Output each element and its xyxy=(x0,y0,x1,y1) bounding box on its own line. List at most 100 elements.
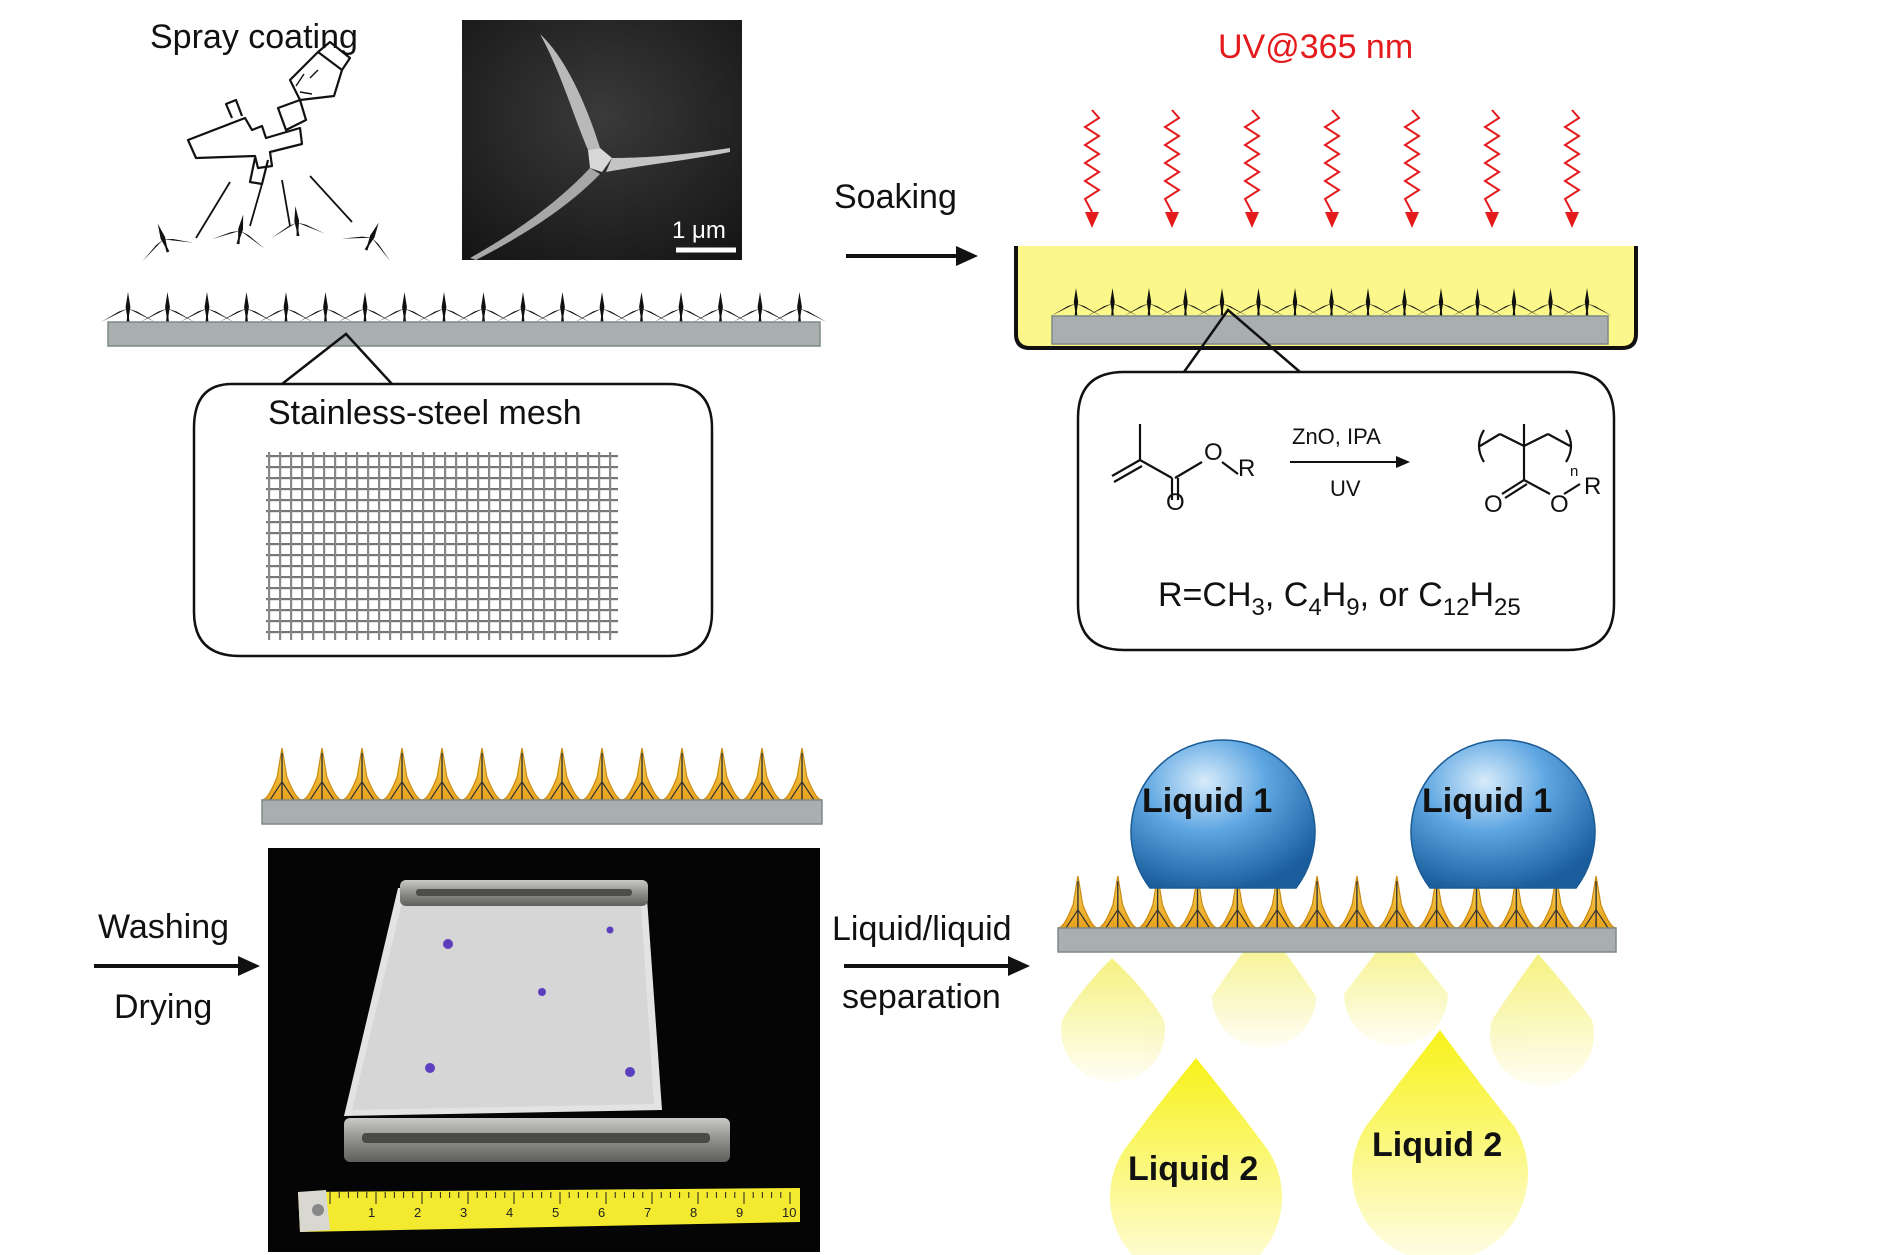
drying-label: Drying xyxy=(114,988,212,1026)
soaking-arrow xyxy=(846,246,978,266)
tetrapod-icon xyxy=(575,292,629,322)
tetrapod-icon xyxy=(1160,288,1211,316)
falling-tetrapods xyxy=(142,206,391,262)
tetrapod-icon xyxy=(1379,288,1430,316)
tetrapod-icon xyxy=(1306,288,1357,316)
ruler-label: 10 xyxy=(782,1205,796,1220)
tetrapod-icon xyxy=(142,223,194,262)
reaction-arrow xyxy=(1290,456,1410,468)
monomer-r-group: R xyxy=(1238,455,1255,482)
spray-coating-label: Spray coating xyxy=(150,18,358,56)
washing-arrow xyxy=(94,956,260,976)
tetrapod-icon xyxy=(1269,288,1321,316)
reaction-callout xyxy=(1076,308,1616,652)
mesh-label: Stainless-steel mesh xyxy=(268,394,582,432)
ruler-label: 8 xyxy=(690,1205,697,1220)
tetrapod-icon xyxy=(211,214,265,249)
tetrapod-array-top-right xyxy=(1050,288,1613,316)
soaking-label: Soaking xyxy=(834,178,957,216)
tetrapod-icon xyxy=(1452,288,1503,316)
liquid2-droplet-left xyxy=(1110,1058,1282,1255)
liquid1-label-right: Liquid 1 xyxy=(1422,782,1552,820)
tetrapod-icon xyxy=(1050,288,1102,316)
tetrapod-icon xyxy=(772,292,827,322)
tetrapod-icon xyxy=(140,292,195,322)
liquid2-droplet-right xyxy=(1352,1030,1528,1255)
polymer-ester-oxygen: O xyxy=(1550,491,1569,518)
ruler-label: 2 xyxy=(414,1205,421,1220)
tetrapod-icon xyxy=(219,292,274,322)
tetrapod-icon xyxy=(1488,288,1540,316)
monomer-structure xyxy=(1111,424,1239,500)
mesh-photo xyxy=(266,452,618,640)
separation-label-line2: separation xyxy=(842,978,1001,1016)
mesh-substrate-bottom-right xyxy=(1057,927,1617,953)
washing-label: Washing xyxy=(98,908,229,946)
liquid1-droplet-left xyxy=(1130,739,1316,889)
ruler-label: 3 xyxy=(460,1205,467,1220)
tetrapod-icon xyxy=(338,292,392,322)
spray-gun-icon xyxy=(186,40,352,186)
tetrapod-icon xyxy=(693,292,748,322)
polymer-structure xyxy=(1477,424,1581,499)
coated-mesh-bottom-left xyxy=(261,747,823,801)
polymer-repeat-subscript: n xyxy=(1570,463,1578,480)
tetrapod-icon xyxy=(417,292,471,322)
tetrapod-icon xyxy=(341,222,391,262)
tetrapod-icon xyxy=(259,292,313,322)
ruler-label: 9 xyxy=(736,1205,743,1220)
uv-arrows xyxy=(1083,109,1581,228)
uv-label: UV@365 nm xyxy=(1218,28,1413,66)
tetrapod-icon xyxy=(1196,288,1248,316)
coated-mesh-bottom-right xyxy=(1057,875,1617,929)
polymer-carbonyl-oxygen: O xyxy=(1484,491,1503,518)
tetrapod-icon xyxy=(1087,288,1138,316)
liquid2-permeate-drops xyxy=(1061,924,1594,1087)
ruler-label: 6 xyxy=(598,1205,605,1220)
liquid2-label-right: Liquid 2 xyxy=(1372,1126,1502,1164)
ruler-label: 5 xyxy=(552,1205,559,1220)
tetrapod-icon xyxy=(614,292,669,322)
reagents-bottom: UV xyxy=(1330,476,1361,501)
liquid2-label-left: Liquid 2 xyxy=(1128,1150,1258,1188)
monomer-carbonyl-oxygen: O xyxy=(1166,489,1185,516)
mesh-substrate-bottom-left xyxy=(261,799,823,825)
tetrapod-icon xyxy=(733,292,787,322)
mesh-callout xyxy=(192,332,714,658)
r-groups-formula: R=CH3, C4H9, or C12H25 xyxy=(1158,576,1521,621)
ruler-label: 4 xyxy=(506,1205,513,1220)
tetrapod-icon xyxy=(271,206,325,239)
tetrapod-icon xyxy=(1525,288,1576,316)
sem-image: 1 μm xyxy=(462,20,742,260)
tetrapod-icon xyxy=(496,292,550,322)
tetrapod-icon xyxy=(1123,288,1175,316)
tetrapod-icon xyxy=(1561,288,1613,316)
scale-bar-label: 1 μm xyxy=(672,217,726,244)
liquid1-label-left: Liquid 1 xyxy=(1142,782,1272,820)
tetrapod-icon xyxy=(1415,288,1467,316)
mesh-substrate-top-left xyxy=(107,321,821,347)
mesh-photograph: 1 2 3 4 5 6 7 8 9 10 xyxy=(268,848,820,1252)
tetrapod-icon xyxy=(101,292,155,322)
separation-label-line1: Liquid/liquid xyxy=(832,910,1012,948)
ruler-label: 1 xyxy=(368,1205,375,1220)
mesh-substrate-top-right xyxy=(1051,315,1609,345)
tetrapod-icon xyxy=(180,292,234,322)
tetrapod-icon xyxy=(1342,288,1394,316)
ruler-label: 7 xyxy=(644,1205,651,1220)
spray-lines xyxy=(195,175,353,239)
tetrapod-icon xyxy=(377,292,432,322)
tape-measure: 1 2 3 4 5 6 7 8 9 10 xyxy=(298,1188,800,1232)
tetrapod-icon xyxy=(298,292,353,322)
reagents-top: ZnO, IPA xyxy=(1292,424,1381,449)
polymer-r-group: R xyxy=(1584,473,1601,500)
liquid1-droplet-right xyxy=(1410,739,1596,889)
tetrapod-array-top-left xyxy=(101,292,827,322)
separation-arrow xyxy=(844,956,1030,976)
tetrapod-icon xyxy=(654,292,708,322)
tetrapod-icon xyxy=(456,292,511,322)
monomer-ester-oxygen: O xyxy=(1204,439,1223,466)
tetrapod-icon xyxy=(535,292,590,322)
tetrapod-icon xyxy=(1233,288,1284,316)
